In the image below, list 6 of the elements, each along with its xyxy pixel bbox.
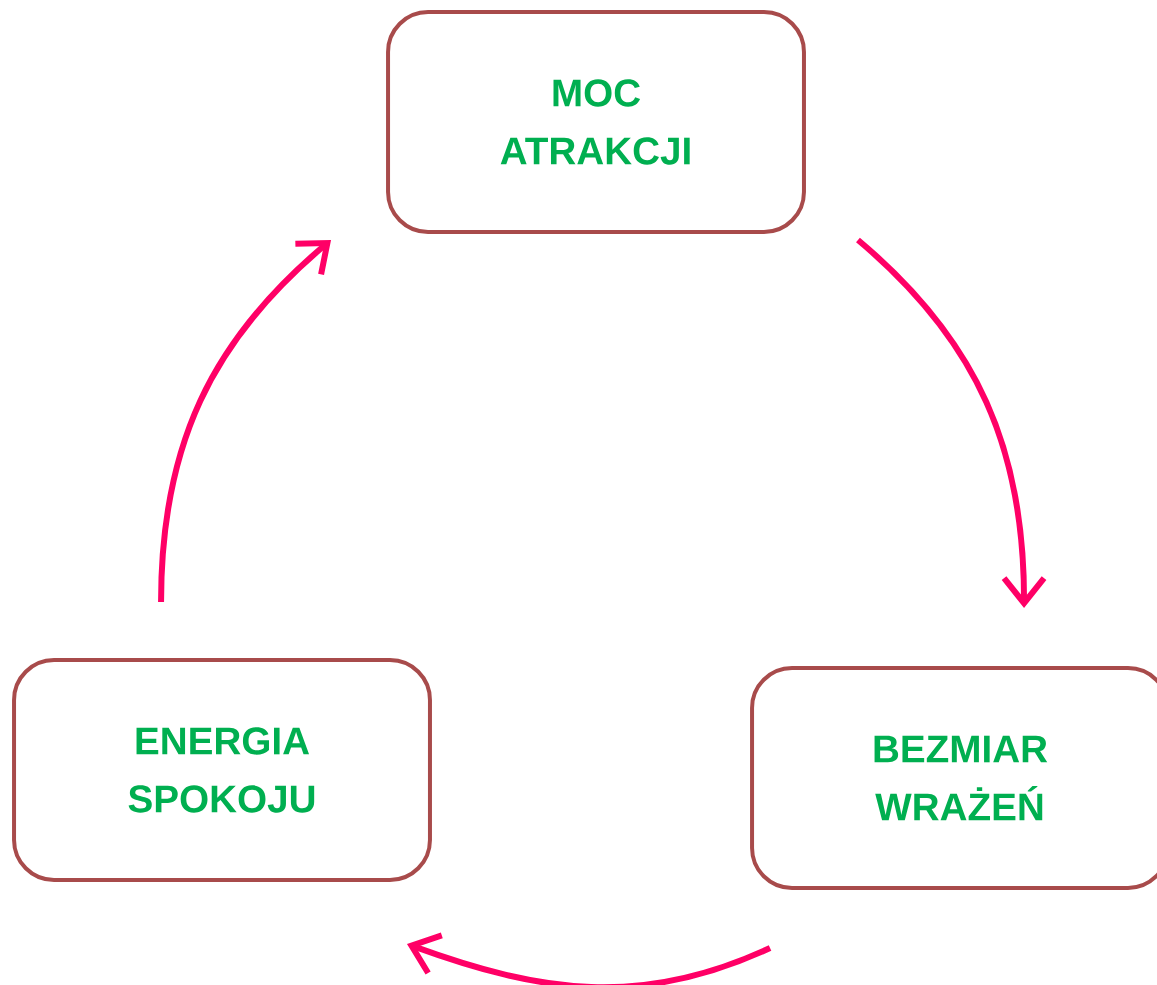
rounded-box: MOC ATRAKCJI [386,10,806,234]
arrow [406,932,772,985]
arrow [158,239,332,603]
rounded-box: ENERGIA SPOKOJU [12,658,432,882]
arrow [855,237,1047,609]
rounded-box: BEZMIAR WRAŻEŃ [750,666,1157,890]
